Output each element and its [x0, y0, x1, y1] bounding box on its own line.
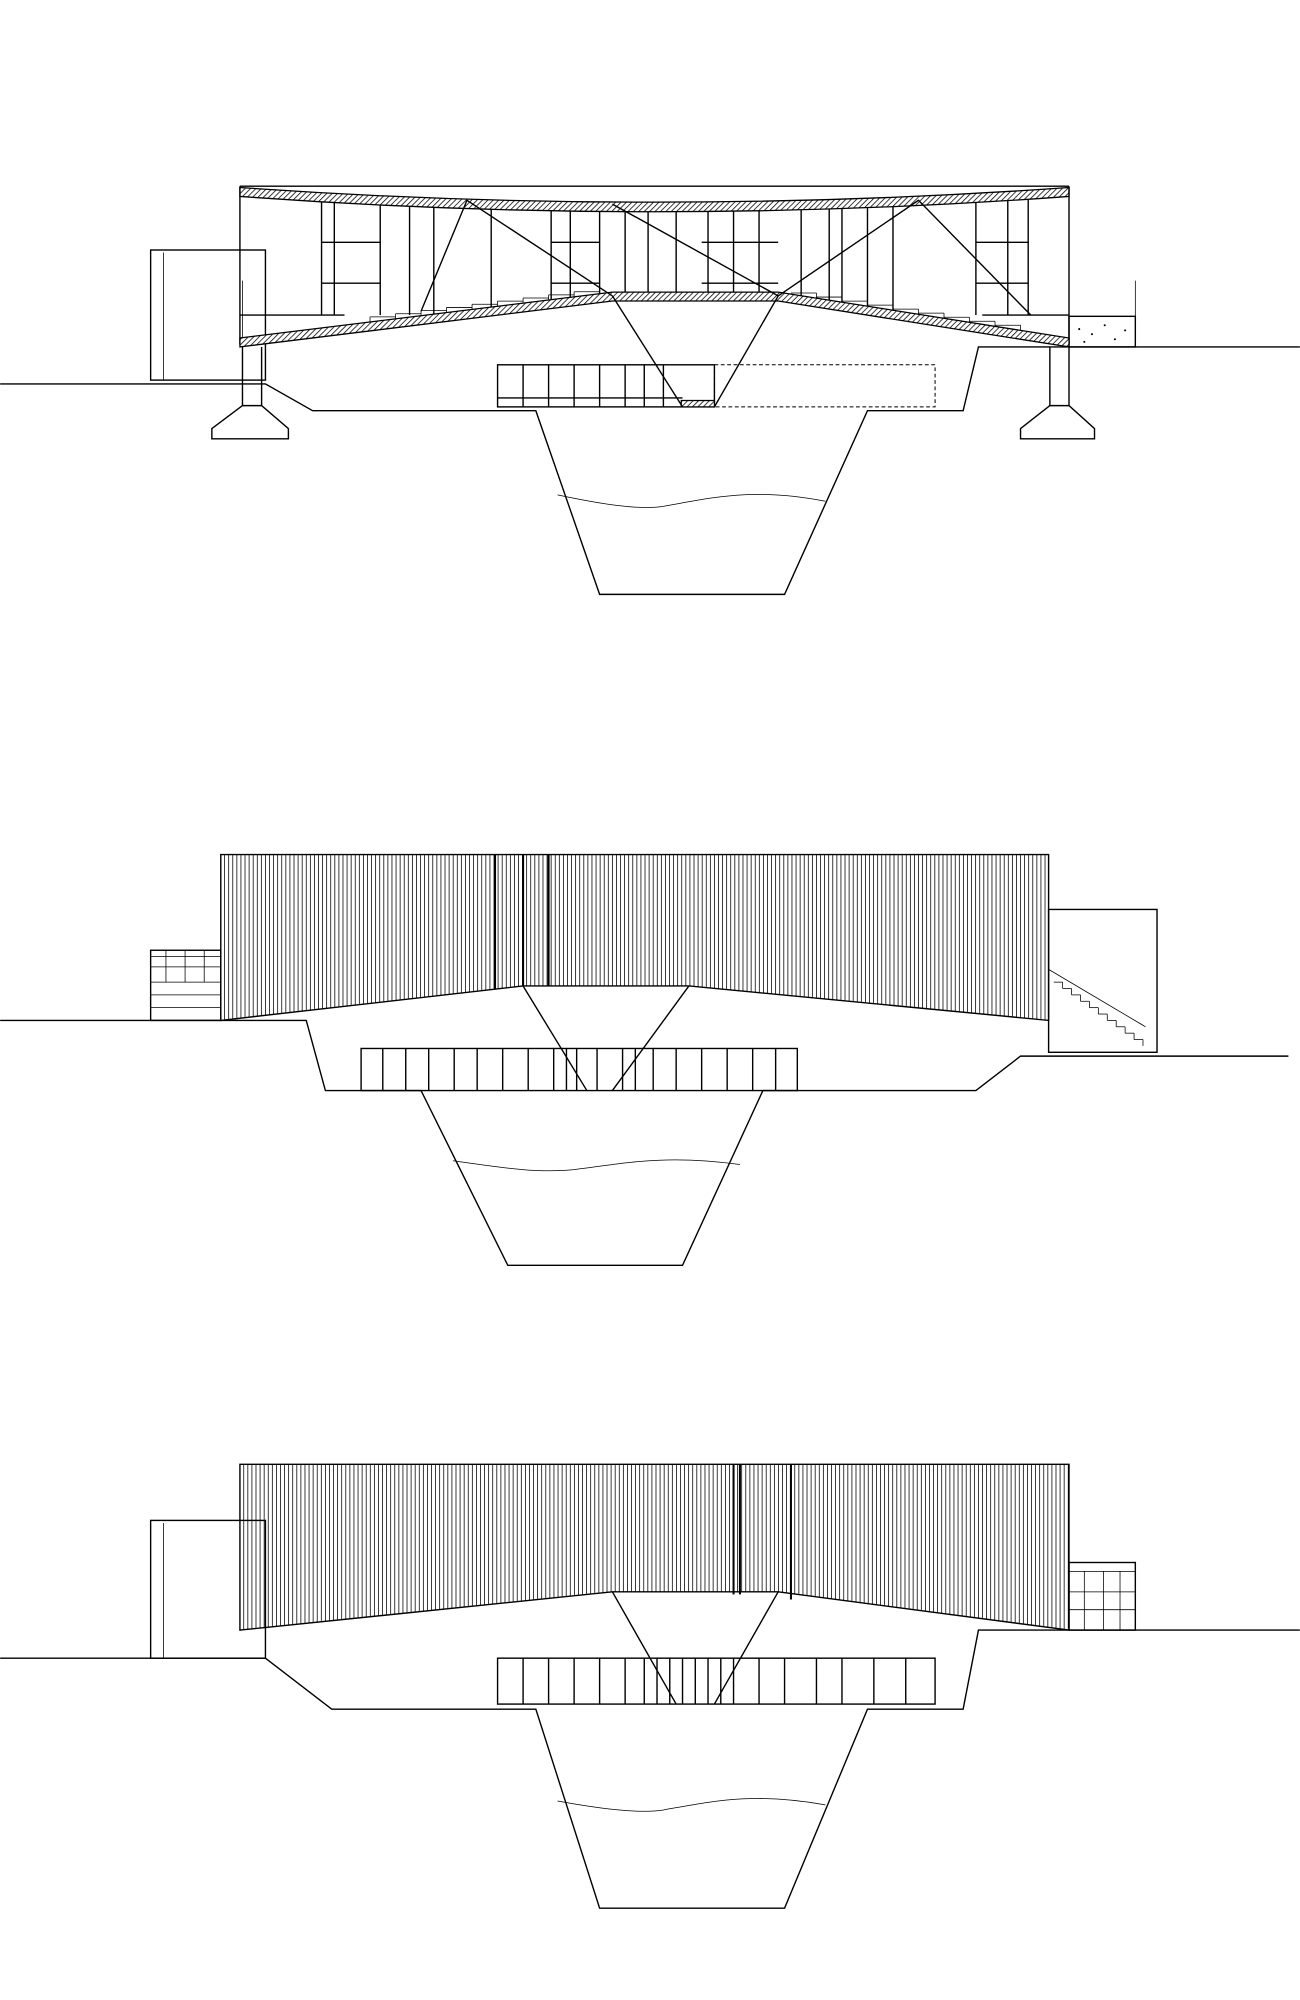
- truss-brace-right: [777, 199, 1032, 316]
- right-annex-box: [1047, 908, 1158, 1053]
- stair-handrail: [1048, 969, 1146, 1028]
- ground-line: [0, 346, 1300, 596]
- lower-box-divisions: [522, 364, 665, 407]
- lower-box-divisions: [382, 1048, 777, 1091]
- panel-joints: [732, 1464, 792, 1600]
- right-deck-railing: [1069, 1571, 1136, 1631]
- truss-brace-center: [612, 203, 779, 297]
- v-support: [611, 1591, 779, 1705]
- v-support: [611, 295, 779, 408]
- ground-line: [0, 1629, 1300, 1909]
- left-deck-railing: [150, 950, 221, 1009]
- water-surface: [557, 1798, 826, 1812]
- left-footing: [211, 404, 290, 440]
- water-surface: [557, 494, 826, 508]
- gravel-dots: [1078, 324, 1127, 343]
- left-deck: [149, 949, 222, 1022]
- v-support: [522, 985, 690, 1091]
- section-stairs: [369, 291, 1021, 331]
- panel-joints: [494, 854, 550, 989]
- building-elevation-1: [0, 853, 1289, 1267]
- lower-box-divisions: [522, 1658, 907, 1705]
- cladding-stripes: [224, 854, 1046, 1021]
- exterior-stairs: [1048, 969, 1146, 1046]
- building-elevation-2: [0, 1463, 1300, 1909]
- ground-line: [0, 1019, 1289, 1267]
- building-section: [0, 185, 1300, 596]
- right-footing: [1019, 404, 1096, 440]
- window-transoms: [321, 241, 1029, 284]
- cladding-volume: [239, 1463, 1070, 1631]
- water-surface: [452, 1159, 740, 1172]
- right-gravel-fill: [1068, 315, 1137, 348]
- left-column: [241, 346, 263, 406]
- lower-box: [496, 1657, 936, 1705]
- right-deck: [1068, 1561, 1137, 1631]
- lower-box: [360, 1047, 799, 1092]
- roof-slab: [239, 186, 1070, 213]
- right-column: [1049, 346, 1070, 406]
- lower-box-hidden: [713, 364, 936, 408]
- truss-brace-left: [420, 199, 613, 312]
- left-annex-box: [149, 1519, 267, 1659]
- cladding-stripes: [243, 1464, 1069, 1631]
- cladding-volume: [220, 853, 1050, 1022]
- floor-slab: [239, 291, 1070, 348]
- lower-box-slab: [680, 399, 716, 408]
